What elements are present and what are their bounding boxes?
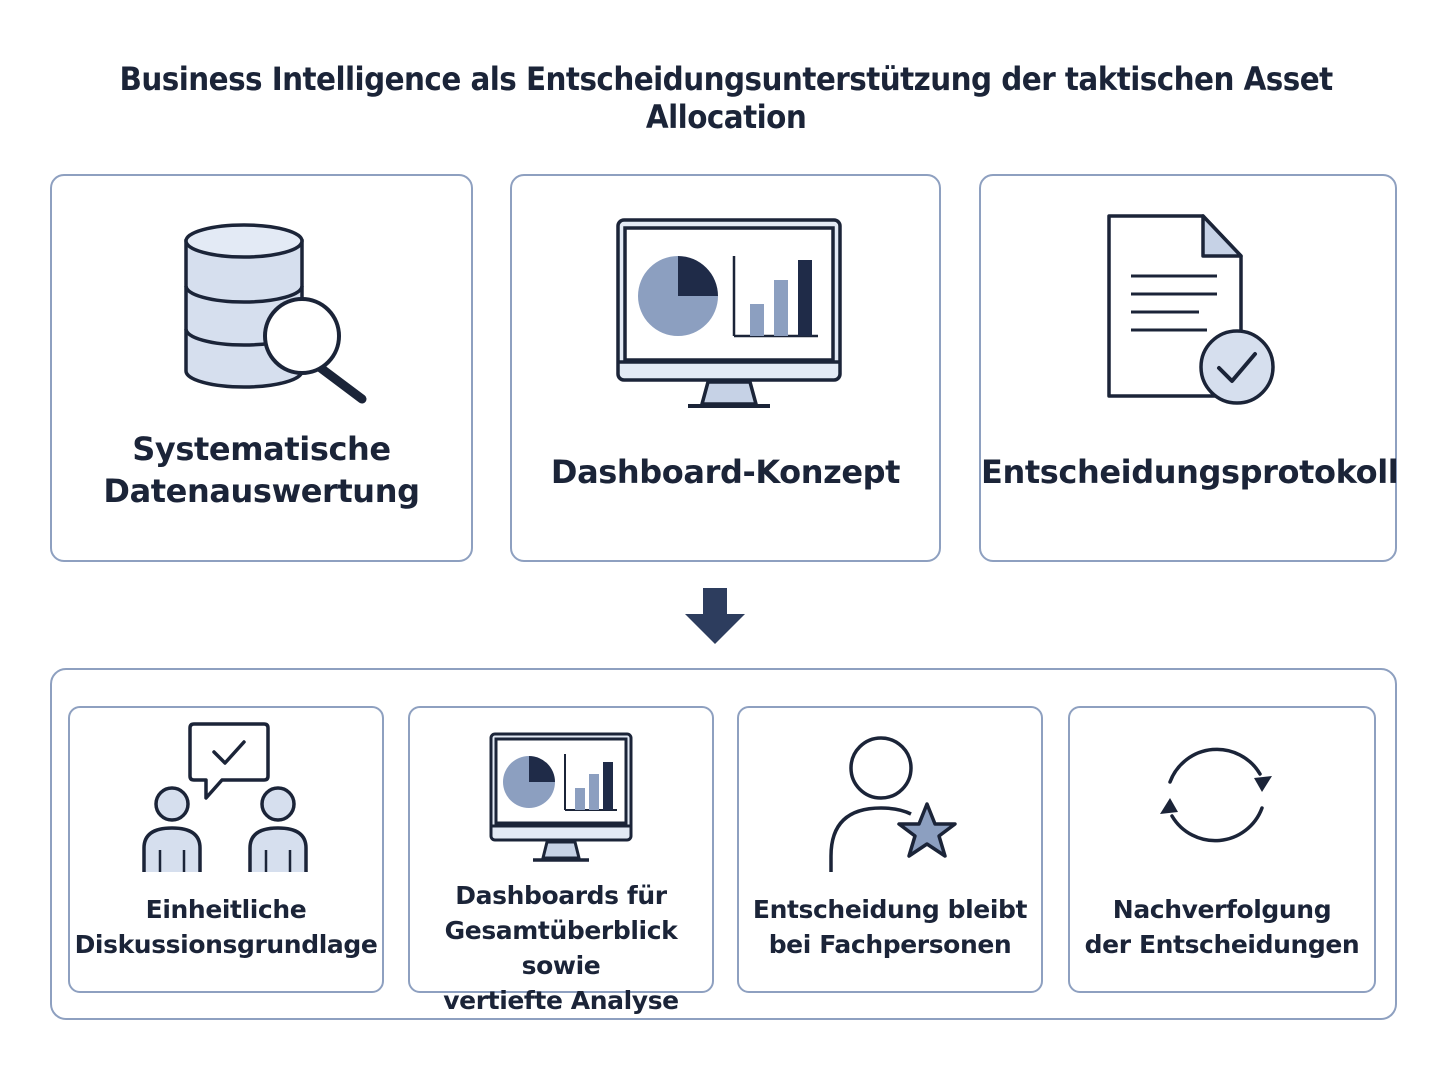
card-nachverfolgung: Nachverfolgung der Entscheidungen <box>1068 706 1376 993</box>
results-group <box>50 668 1397 1020</box>
card-label: Entscheidungsprotokoll <box>981 453 1399 491</box>
card-label: Nachverfolgung der Entscheidungen <box>1084 895 1360 959</box>
document-check-icon <box>1107 214 1275 405</box>
monitor-dashboard-icon <box>489 732 633 862</box>
card-label: Einheitliche Diskussionsgrundlage <box>74 895 378 959</box>
card-entscheidungsprotokoll: Entscheidungsprotokoll <box>979 174 1399 562</box>
database-search-icon <box>184 223 367 404</box>
card-einheitliche-diskussionsgrundlage: Einheitliche Diskussionsgrundlage <box>68 706 384 993</box>
card-label: Dashboard-Konzept <box>550 453 901 491</box>
monitor-dashboard-icon <box>616 218 842 408</box>
page-title: Business Intelligence als Entscheidungsu… <box>119 60 1333 136</box>
expert-person-star-icon <box>829 736 957 872</box>
arrow-down-icon <box>685 588 745 644</box>
card-dashboards-gesamtueberblick: Dashboards für Gesamtüberblick sowie ver… <box>408 706 714 1015</box>
card-label: Dashboards für Gesamtüberblick sowie ver… <box>443 881 679 1015</box>
card-label: Entscheidung bleibt bei Fachpersonen <box>752 895 1028 959</box>
refresh-cycle-icon <box>1160 747 1272 843</box>
people-discussion-icon <box>142 722 308 872</box>
card-systematische-datenauswertung: Systematische Datenauswertung <box>50 174 473 562</box>
card-entscheidung-fachpersonen: Entscheidung bleibt bei Fachpersonen <box>737 706 1043 993</box>
card-dashboard-konzept: Dashboard-Konzept <box>510 174 941 562</box>
card-label: Systematische Datenauswertung <box>103 430 420 510</box>
